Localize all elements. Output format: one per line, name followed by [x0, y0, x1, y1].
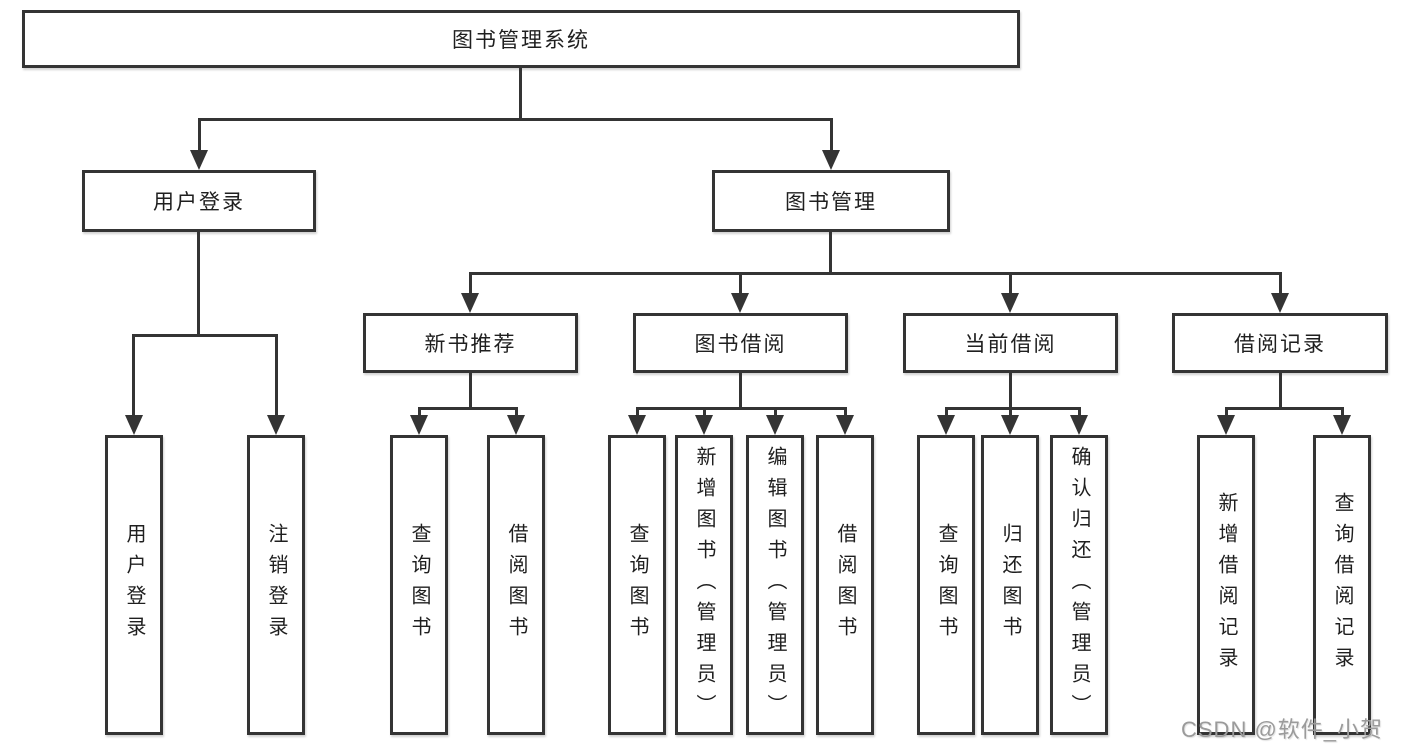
arrowhead-down-icon — [836, 415, 854, 435]
connector — [469, 272, 1282, 275]
arrowhead-down-icon — [190, 150, 208, 170]
connector — [469, 371, 472, 410]
connector — [515, 407, 518, 419]
watermark-csdn: CSDN @软件_小贺同学 — [1181, 717, 1384, 742]
connector — [1009, 272, 1012, 297]
leaf-label: 用户登录 — [123, 523, 145, 647]
arrowhead-down-icon — [267, 415, 285, 435]
arrowhead-down-icon — [695, 415, 713, 435]
arrowhead-down-icon — [1217, 415, 1235, 435]
node-user-login: 用户登录 — [82, 170, 316, 232]
leaf-label: 查询图书 — [626, 523, 648, 647]
node-label: 用户登录 — [153, 191, 245, 214]
node-new-book-recommendation: 新书推荐 — [363, 313, 578, 373]
connector — [198, 118, 833, 121]
connector — [636, 407, 639, 419]
arrowhead-down-icon — [410, 415, 428, 435]
arrowhead-down-icon — [1001, 293, 1019, 313]
leaf-add-book-admin: 新增图书（管理员） — [675, 435, 733, 735]
leaf-query-books-current: 查询图书 — [917, 435, 975, 735]
arrowhead-down-icon — [731, 293, 749, 313]
leaf-query-borrow-record: 查询借阅记录 — [1313, 435, 1371, 735]
leaf-label: 确认归还（管理员） — [1068, 445, 1090, 725]
connector — [519, 68, 522, 120]
connector — [1279, 371, 1282, 410]
connector — [132, 334, 135, 418]
connector — [739, 272, 742, 297]
connector — [774, 407, 777, 419]
node-current-borrowing: 当前借阅 — [903, 313, 1118, 373]
leaf-confirm-return-admin: 确认归还（管理员） — [1050, 435, 1108, 735]
arrowhead-down-icon — [1333, 415, 1351, 435]
arrowhead-down-icon — [937, 415, 955, 435]
connector — [132, 334, 278, 337]
arrowhead-down-icon — [628, 415, 646, 435]
leaf-label: 查询借阅记录 — [1331, 492, 1353, 678]
arrowhead-down-icon — [1001, 415, 1019, 435]
leaf-user-login: 用户登录 — [105, 435, 163, 735]
connector — [1078, 407, 1081, 419]
node-borrow-records: 借阅记录 — [1172, 313, 1388, 373]
leaf-label: 新增图书（管理员） — [693, 445, 715, 725]
node-label: 借阅记录 — [1234, 333, 1326, 356]
leaf-label: 注销登录 — [265, 523, 287, 647]
connector — [275, 334, 278, 418]
connector — [418, 407, 518, 410]
arrowhead-down-icon — [125, 415, 143, 435]
connector — [418, 407, 421, 419]
connector — [844, 407, 847, 419]
connector — [1279, 272, 1282, 297]
arrowhead-down-icon — [822, 150, 840, 170]
leaf-logout: 注销登录 — [247, 435, 305, 735]
connector — [469, 272, 472, 297]
arrowhead-down-icon — [766, 415, 784, 435]
connector — [945, 407, 1081, 410]
leaf-query-books-recommend: 查询图书 — [390, 435, 448, 735]
connector — [1225, 407, 1344, 410]
connector — [829, 232, 832, 274]
arrowhead-down-icon — [507, 415, 525, 435]
leaf-borrow-books-recommend: 借阅图书 — [487, 435, 545, 735]
leaf-label: 查询图书 — [935, 523, 957, 647]
node-label: 新书推荐 — [424, 333, 517, 356]
connector — [1225, 407, 1228, 419]
connector — [197, 232, 200, 336]
connector — [703, 407, 706, 419]
leaf-add-borrow-record: 新增借阅记录 — [1197, 435, 1255, 735]
leaf-borrow-books-borrowing: 借阅图书 — [816, 435, 874, 735]
connector — [739, 371, 742, 410]
leaf-edit-book-admin: 编辑图书（管理员） — [746, 435, 804, 735]
leaf-label: 借阅图书 — [505, 523, 527, 647]
connector — [1341, 407, 1344, 419]
leaf-return-books: 归还图书 — [981, 435, 1039, 735]
connector — [1009, 371, 1012, 410]
leaf-label: 新增借阅记录 — [1215, 492, 1237, 678]
connector — [945, 407, 948, 419]
node-label: 图书借阅 — [694, 333, 787, 356]
connector — [830, 118, 833, 154]
connector — [1009, 407, 1012, 419]
arrowhead-down-icon — [1070, 415, 1088, 435]
node-label: 图书管理 — [785, 191, 877, 214]
leaf-label: 编辑图书（管理员） — [764, 445, 786, 725]
node-book-borrowing: 图书借阅 — [633, 313, 848, 373]
arrowhead-down-icon — [461, 293, 479, 313]
leaf-label: 借阅图书 — [834, 523, 856, 647]
node-book-management: 图书管理 — [712, 170, 950, 232]
arrowhead-down-icon — [1271, 293, 1289, 313]
connector — [636, 407, 847, 410]
connector — [198, 118, 201, 154]
node-library-management-system: 图书管理系统 — [22, 10, 1020, 68]
node-label: 图书管理系统 — [452, 29, 590, 52]
node-label: 当前借阅 — [964, 333, 1057, 356]
leaf-label: 归还图书 — [999, 523, 1021, 647]
leaf-query-books-borrowing: 查询图书 — [608, 435, 666, 735]
leaf-label: 查询图书 — [408, 523, 430, 647]
